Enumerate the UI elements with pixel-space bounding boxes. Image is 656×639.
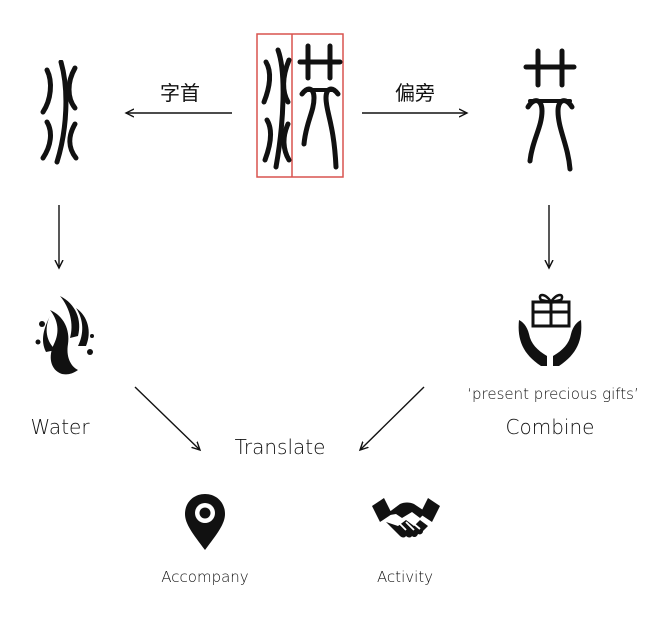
water-label: Water (30, 415, 90, 439)
arrow-combine-to-translate (360, 386, 425, 450)
center-seal-character (256, 33, 344, 178)
highlight-box-outer (256, 33, 344, 178)
handshake-icon (372, 498, 440, 538)
activity-label: Activity (376, 568, 434, 586)
gift-in-hands-icon (518, 293, 582, 366)
arrow-water-to-translate (134, 386, 200, 450)
accompany-label: Accompany (161, 568, 249, 586)
gift-quote-label: ‘present precious gifts’ (467, 385, 639, 403)
component-label: 偏旁 (395, 81, 435, 105)
radical-label: 字首 (160, 81, 200, 105)
translate-label: Translate (234, 435, 326, 459)
offering-hands-glyph (523, 48, 577, 172)
combine-label: Combine (505, 415, 595, 439)
location-pin-icon (185, 494, 225, 550)
water-splash-icon (35, 296, 94, 375)
water-radical-glyph (40, 60, 79, 165)
